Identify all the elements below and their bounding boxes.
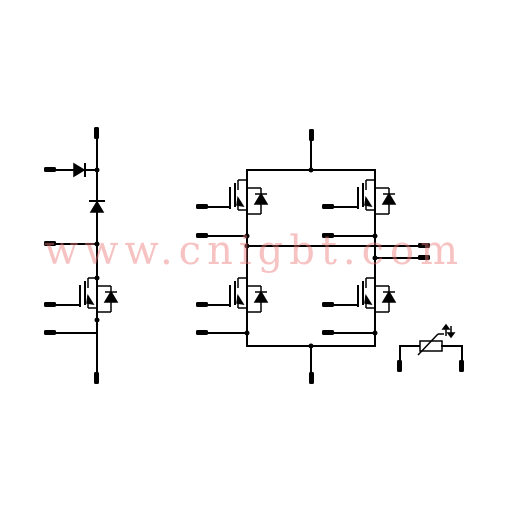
igbt-icon bbox=[229, 179, 268, 223]
emitter-terminal bbox=[322, 330, 334, 335]
terminal-bottom-right bbox=[309, 372, 314, 384]
gate-terminal bbox=[322, 302, 334, 307]
igbt-icon bbox=[357, 179, 396, 223]
bridge-section bbox=[196, 129, 430, 384]
emitter-terminal bbox=[196, 233, 208, 238]
terminal-top-right bbox=[309, 129, 314, 141]
igbt-icon bbox=[229, 277, 268, 321]
diode-icon bbox=[44, 162, 98, 178]
igbt-icon bbox=[79, 277, 118, 321]
phase-output-terminal bbox=[418, 243, 430, 248]
emitter-terminal bbox=[196, 330, 208, 335]
terminal-bottom-left bbox=[94, 372, 99, 384]
phase-output-terminal bbox=[418, 255, 430, 260]
emitter-terminal bbox=[322, 233, 334, 238]
gate-terminal bbox=[44, 302, 56, 307]
diode-icon bbox=[89, 200, 105, 213]
gate-terminal bbox=[322, 204, 334, 209]
igbt-icon bbox=[357, 277, 396, 321]
gate-terminal bbox=[196, 204, 208, 209]
ntc-thermistor-icon bbox=[397, 323, 464, 372]
terminal-top-left bbox=[94, 127, 99, 139]
brake-chopper-section bbox=[44, 127, 118, 384]
gate-terminal bbox=[196, 302, 208, 307]
terminal-mid-left bbox=[44, 241, 56, 246]
emitter-terminal bbox=[44, 330, 56, 335]
